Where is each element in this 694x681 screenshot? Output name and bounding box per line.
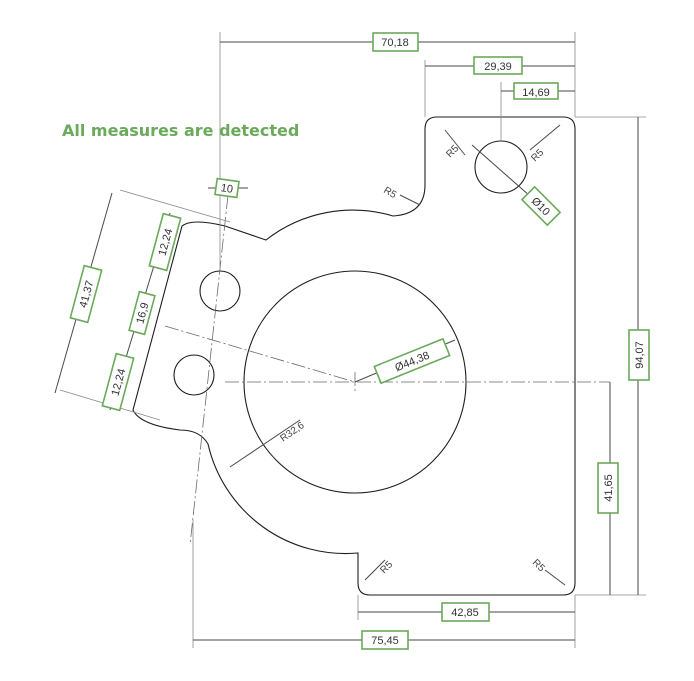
svg-text:94,07: 94,07 [634,341,646,369]
dimension-label-29-39: 29,39 [473,56,523,75]
leader-r5 [529,124,561,151]
dimension-label-corner-hole-diameter: Ø10 [520,185,562,227]
radius-label: R5 [530,557,547,574]
svg-text:41,65: 41,65 [603,474,615,502]
radius-label: R5 [382,185,399,201]
dimension-label-42-85: 42,85 [441,602,490,622]
dimension-label-10: 10 [214,177,240,199]
dimension-label-bore-diameter: Ø44,38 [373,337,451,385]
dimension-label-41-65: 41,65 [597,462,619,514]
svg-text:70,18: 70,18 [381,37,409,49]
dimension-label-14-69: 14,69 [513,82,559,100]
leader-r5 [364,559,386,581]
svg-text:14,69: 14,69 [522,87,550,99]
radius-label: R5 [529,147,546,164]
dimension-label-12-24-top: 12,24 [148,212,182,272]
leader-r5 [544,569,566,586]
svg-text:42,85: 42,85 [451,607,479,619]
svg-text:10: 10 [220,182,234,196]
dimension-label-41-37: 41,37 [69,264,103,324]
radius-label: R32,6 [278,420,307,445]
svg-text:16,9: 16,9 [134,301,151,325]
leader-r5 [444,129,466,156]
corner-hole [474,140,528,194]
lower-small-hole [173,354,215,396]
upper-small-hole [199,270,241,312]
leader-r32 [229,419,301,468]
radius-label: R5 [378,559,395,576]
svg-text:75,45: 75,45 [371,635,399,647]
hole-axis-line [189,194,229,546]
leader-r5 [399,194,421,206]
dimension-label-75-45: 75,45 [361,630,409,650]
holes-centerline [164,325,356,383]
dimension-label-70-18: 70,18 [372,32,419,52]
svg-text:29,39: 29,39 [484,61,512,73]
ext-line [119,189,231,223]
dimension-label-12-24-bottom: 12,24 [101,352,135,412]
radius-label: R5 [444,143,461,160]
dimension-label-16-9: 16,9 [128,290,156,336]
caption-text: All measures are detected [62,121,300,140]
part-outline [132,116,576,596]
dimension-label-94-07: 94,07 [628,329,650,381]
